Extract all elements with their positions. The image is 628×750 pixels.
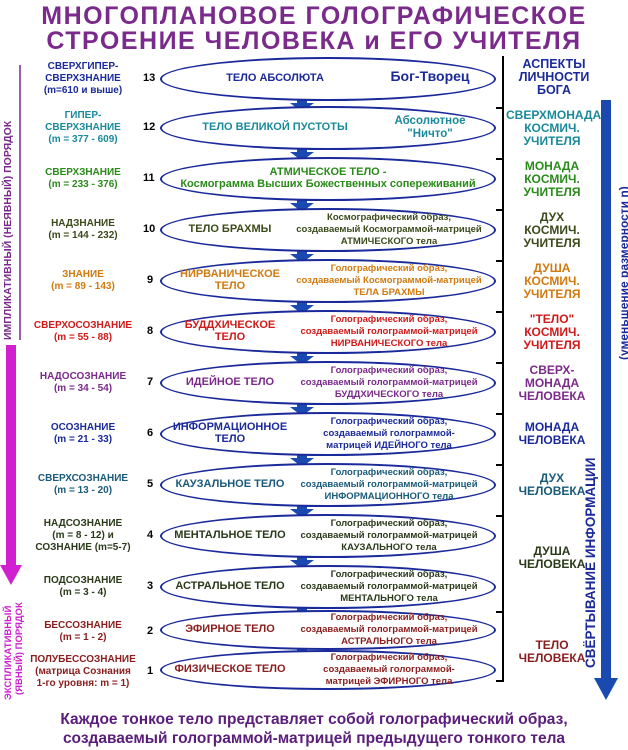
body-description: Голографический образ,создаваемый Космог…	[296, 263, 482, 298]
body-ellipse	[160, 412, 496, 456]
teacher-aspect-label: "ТЕЛО"КОСМИЧ.УЧИТЕЛЯ	[523, 311, 581, 352]
body-description: Голографический образ,создаваемый гологр…	[300, 612, 478, 647]
bracket-tick	[496, 515, 504, 517]
magenta-arrow-head	[0, 565, 22, 585]
body-name: ТЕЛО АБСОЛЮТА	[226, 72, 324, 84]
bracket-tick	[496, 362, 504, 364]
body-name: ФИЗИЧЕСКОЕ ТЕЛО	[174, 663, 286, 675]
explicative-order-label-1: ЭКСПЛИКАТИВНЫЙ	[3, 605, 14, 700]
body-ellipse	[160, 259, 496, 303]
consciousness-label: БЕССОЗНАНИЕ(m = 1 - 2)	[44, 620, 122, 643]
dimension-decrease-label: (уменьшение размерности n)	[617, 186, 628, 360]
consciousness-label: ГИПЕР-СВЕРХЗНАНИЕ(m = 377 - 609)	[45, 110, 121, 145]
bracket-tick	[496, 107, 504, 109]
level-number: 1	[147, 665, 154, 677]
level-number: 4	[147, 529, 154, 541]
title-line-2: СТРОЕНИЕ ЧЕЛОВЕКА и ЕГО УЧИТЕЛЯ	[46, 27, 582, 55]
body-name: ИДЕЙНОЕ ТЕЛО	[185, 376, 275, 388]
title-line-1: МНОГОПЛАНОВОЕ ГОЛОГРАФИЧЕСКОЕ	[41, 2, 587, 30]
body-name: ЭФИРНОЕ ТЕЛО	[185, 623, 275, 635]
body-description: Голографический образ,создаваемый гологр…	[300, 365, 478, 400]
right-divider	[502, 56, 504, 681]
body-description: Космографический образ,создаваемый Космо…	[296, 212, 482, 247]
body-ellipse	[160, 565, 496, 609]
level-number: 13	[143, 72, 156, 84]
level-number: 10	[143, 223, 156, 235]
body-description: Голографический образ,создаваемый гологр…	[300, 314, 478, 349]
consciousness-label: СВЕРХОСОЗНАНИЕ(m = 55 - 88)	[33, 320, 133, 343]
bracket-tick	[496, 680, 504, 682]
body-ellipse	[160, 57, 496, 101]
bracket-tick	[496, 209, 504, 211]
body-ellipse	[160, 106, 496, 150]
blue-arrow-shaft	[601, 100, 611, 680]
creator-label: Абсолютное"Ничто"	[394, 115, 466, 140]
consciousness-label: СВЕРХЗНАНИЕ(m = 233 - 376)	[45, 167, 121, 190]
body-description: Голографический образ,создаваемый гологр…	[323, 652, 455, 687]
bracket-tick	[496, 158, 504, 160]
magenta-arrow-shaft	[6, 345, 16, 565]
bracket-tick	[496, 260, 504, 262]
body-ellipse	[160, 157, 496, 201]
body-description: Голографический образ,создаваемый гологр…	[300, 467, 478, 502]
body-description: Голографический образ,создаваемый гологр…	[300, 518, 478, 553]
body-ellipse	[160, 463, 496, 507]
consciousness-label: СВЕРХГИПЕР-СВЕРХЗНАНИЕ(m=610 и выше)	[43, 61, 123, 96]
body-name: МЕНТАЛЬНОЕ ТЕЛО	[174, 529, 286, 541]
consciousness-label: ОСОЗНАНИЕ(m = 21 - 33)	[50, 422, 116, 445]
body-description: Голографический образ,создаваемый гологр…	[323, 416, 455, 451]
bracket-tick	[496, 311, 504, 313]
level-number: 11	[143, 172, 155, 184]
consciousness-label: НАДОСОЗНАНИЕ(m = 34 - 54)	[39, 371, 127, 394]
level-number: 6	[147, 427, 154, 439]
bracket-tick	[496, 464, 504, 466]
footer-line-1: Каждое тонкое тело представляет собой го…	[60, 711, 568, 728]
consciousness-label: ЗНАНИЕ(m = 89 - 143)	[51, 269, 115, 292]
implicative-order-label: ИМПЛИКАТИВНЫЙ (НЕЯВНЫЙ) ПОРЯДОК	[2, 120, 14, 340]
body-name: ТЕЛО ВЕЛИКОЙ ПУСТОТЫ	[202, 121, 348, 133]
body-ellipse	[160, 361, 496, 405]
bracket-tick	[496, 413, 504, 415]
body-ellipse	[160, 310, 496, 354]
body-ellipse	[160, 610, 496, 650]
level-number: 8	[147, 325, 154, 337]
level-number: 12	[143, 121, 156, 133]
body-name: КАУЗАЛЬНОЕ ТЕЛО	[175, 478, 285, 490]
level-number: 9	[147, 274, 154, 286]
body-ellipse	[160, 208, 496, 252]
body-name: ТЕЛО БРАХМЫ	[188, 223, 272, 235]
body-ellipse	[160, 514, 496, 558]
footer-line-2: создаваемый голограммой-матрицей предыду…	[62, 730, 566, 747]
consciousness-label: НАДЗНАНИЕ(m = 144 - 232)	[48, 218, 118, 241]
bracket-tick	[496, 611, 504, 613]
level-number: 2	[147, 625, 154, 637]
level-number: 3	[147, 580, 154, 592]
consciousness-label: ПОДСОЗНАНИЕ(m = 3 - 4)	[43, 575, 123, 598]
body-description: Голографический образ,создаваемый гологр…	[300, 569, 478, 604]
body-name: АСТРАЛЬНОЕ ТЕЛО	[175, 580, 285, 592]
level-number: 7	[147, 376, 154, 388]
level-number: 5	[147, 478, 154, 490]
body-name: АТМИЧЕСКОЕ ТЕЛО -Космограмма Высших Боже…	[180, 166, 476, 190]
body-ellipse	[160, 650, 496, 690]
consciousness-label: СВЕРХСОЗНАНИЕ(m = 13 - 20)	[37, 473, 129, 496]
blue-arrow-head	[594, 678, 618, 700]
creator-label: Бог-Творец	[390, 67, 470, 84]
